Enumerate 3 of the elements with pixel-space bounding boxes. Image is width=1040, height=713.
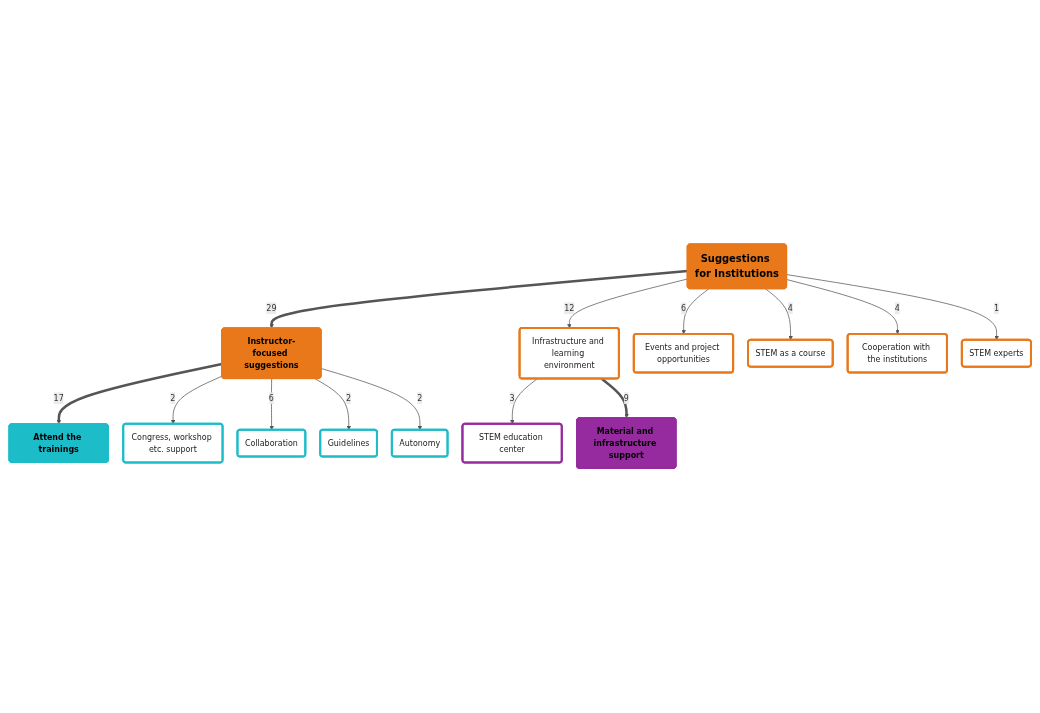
- arrow: [269, 270, 688, 329]
- arrow: [56, 363, 223, 425]
- arrow: [600, 378, 629, 419]
